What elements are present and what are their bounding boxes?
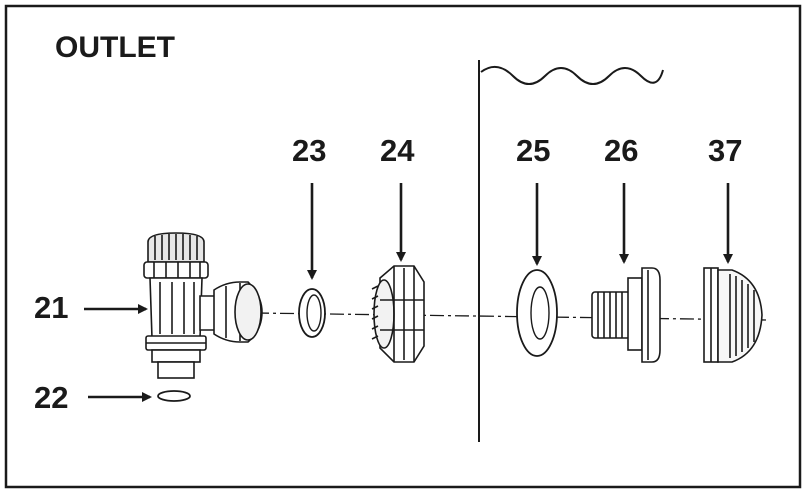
diagram-title: OUTLET [55,31,175,64]
center-axis-line [254,312,767,321]
water-wave-line [480,65,664,85]
label-24-group: 24 [380,133,415,262]
label-22-group: 22 [34,380,152,415]
part-label-21: 21 [34,290,68,325]
part-23-washer [298,288,326,338]
label-25-group: 25 [516,133,550,266]
part-label-23: 23 [292,133,326,168]
part-label-26: 26 [604,133,638,168]
label-21-group: 21 [34,290,148,325]
part-37-strainer [703,267,763,363]
label-23-group: 23 [292,133,326,280]
part-label-25: 25 [516,133,550,168]
label-26-group: 26 [604,133,638,264]
part-label-37: 37 [708,133,742,168]
part-label-22: 22 [34,380,68,415]
label-37-group: 37 [708,133,742,264]
part-25-gasket [516,269,558,357]
part-21-valve [143,232,263,379]
diagram-border [4,4,802,489]
part-label-24: 24 [380,133,415,168]
part-24-nut [371,265,425,363]
part-22-oring [157,390,191,402]
part-26-fitting [591,267,661,363]
